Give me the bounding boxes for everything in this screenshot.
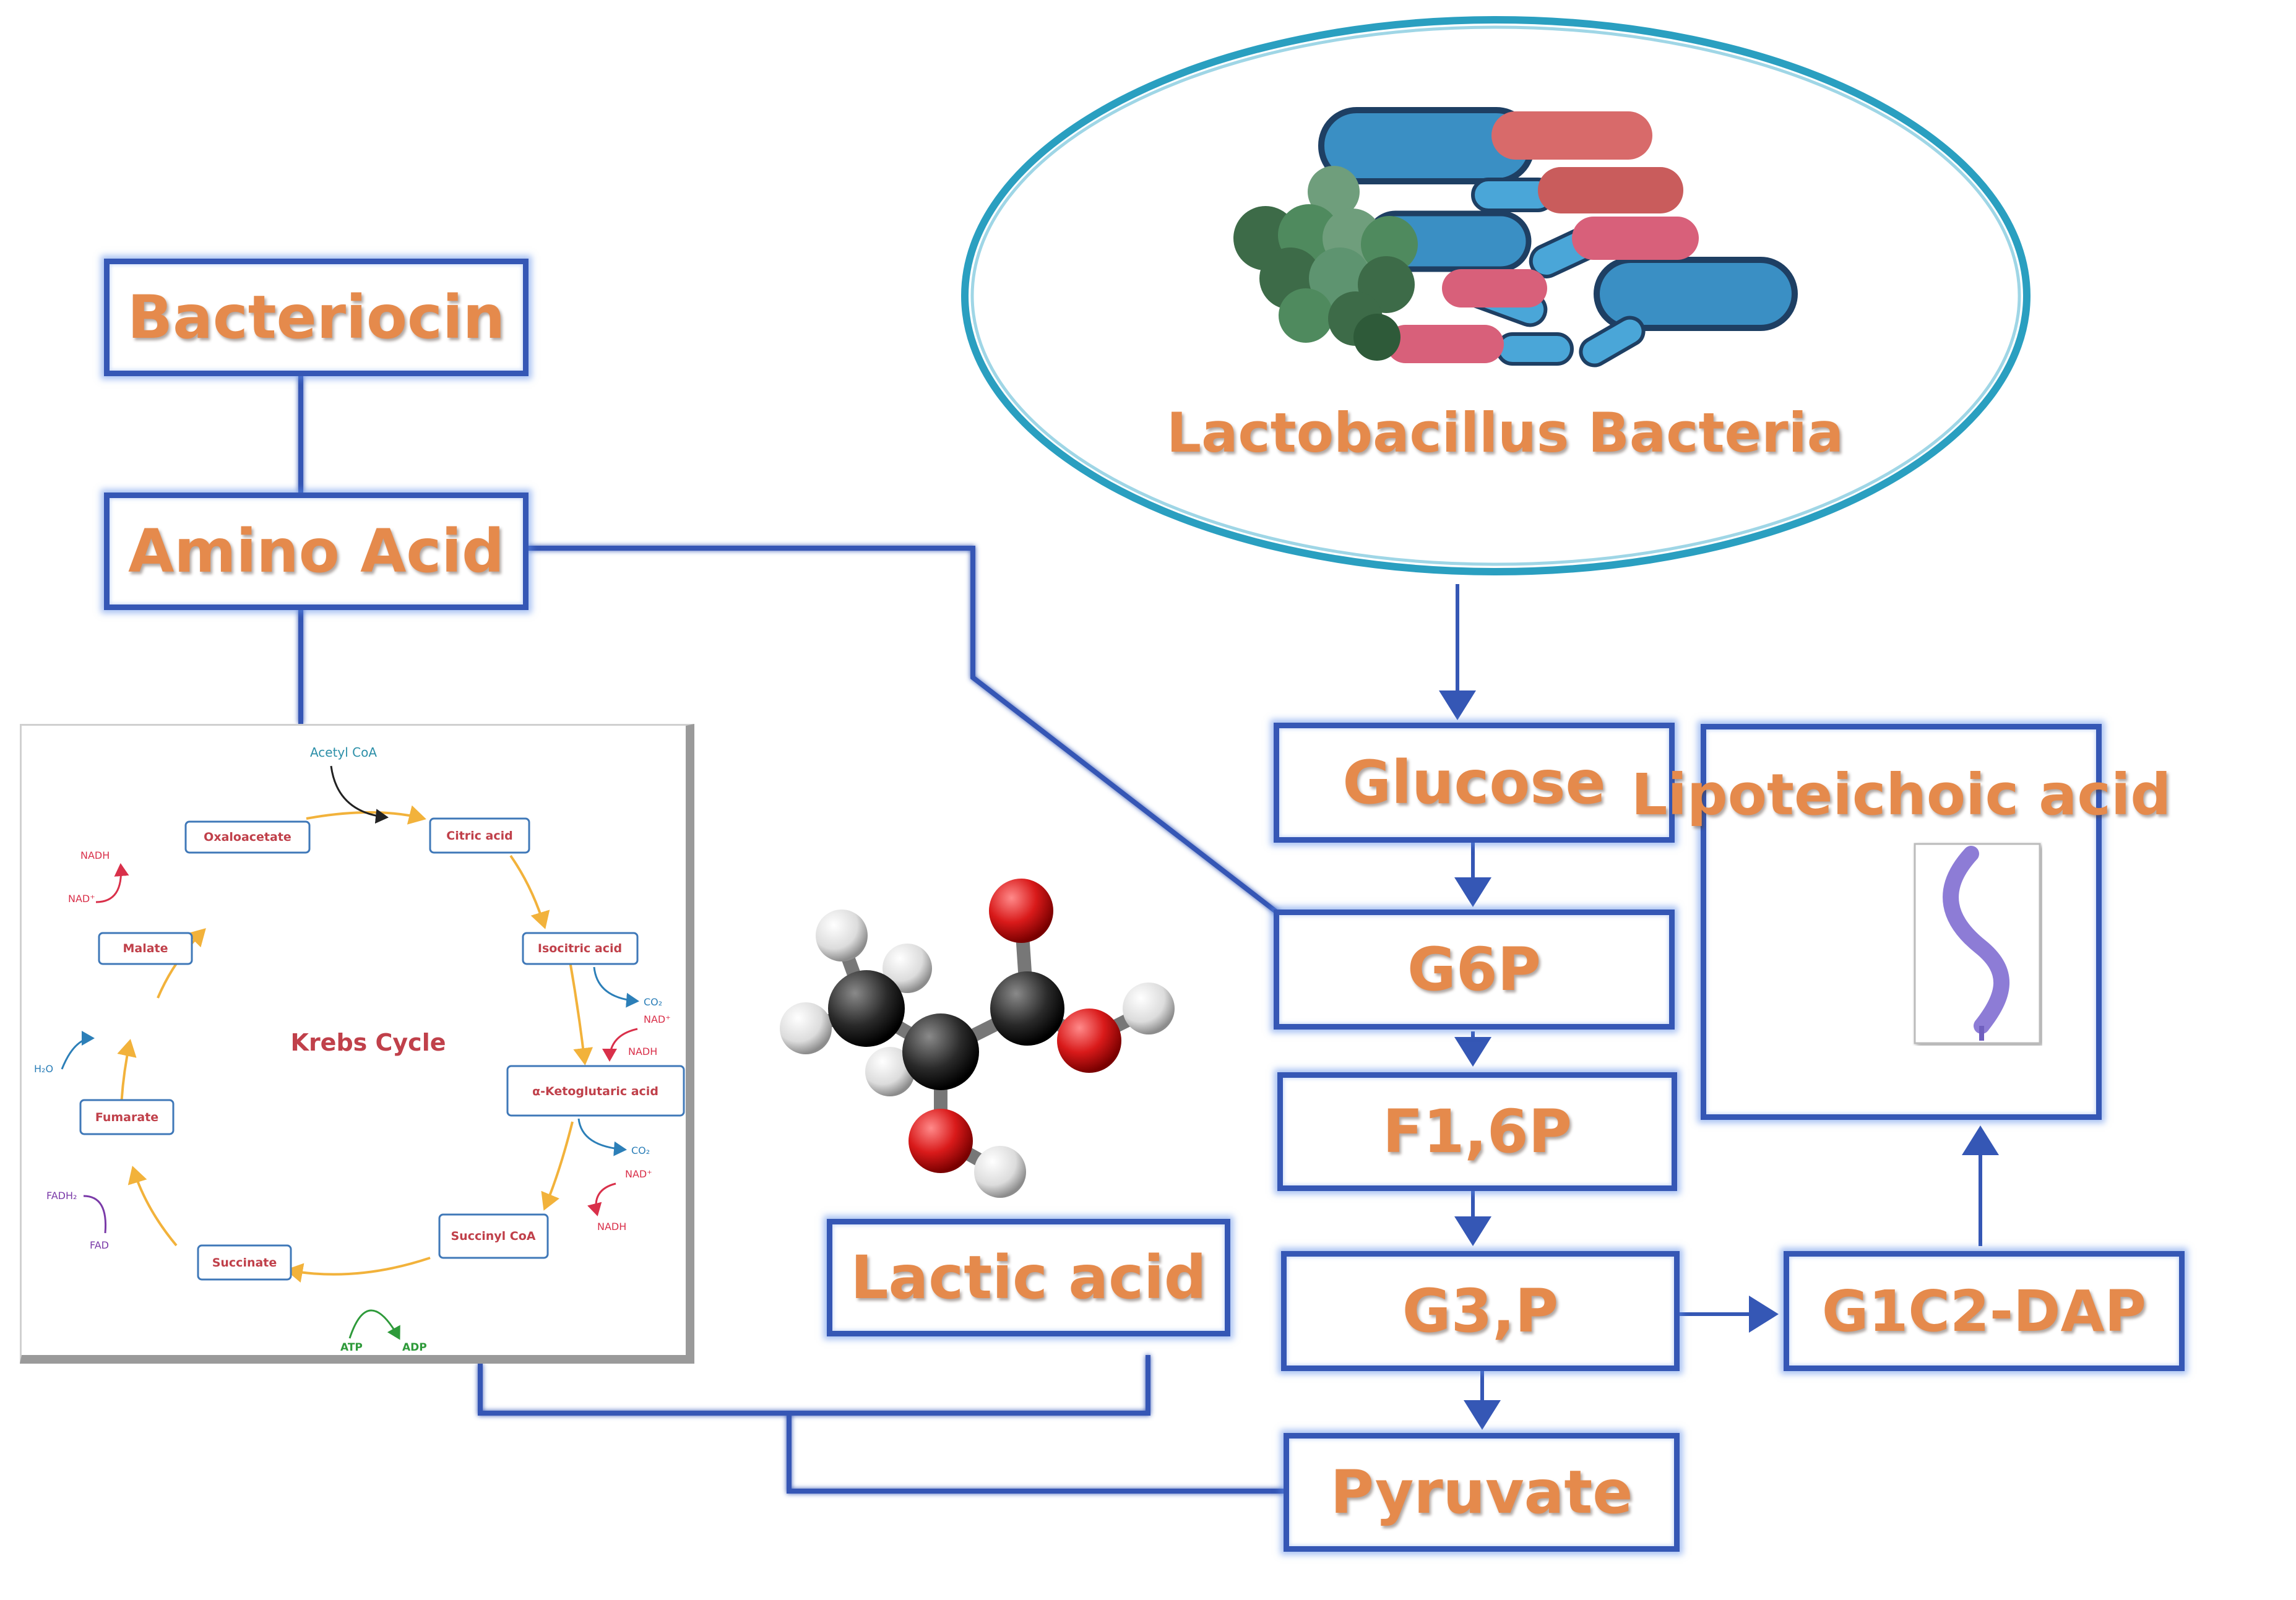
krebs-nadh-1: NADH (628, 1046, 657, 1057)
krebs-atp: ATP (340, 1341, 363, 1354)
node-bacteriocin-label: Bacteriocin (127, 283, 506, 352)
krebs-step-succinate: Succinate (212, 1256, 277, 1270)
krebs-step-isocitric: Isocitric acid (538, 942, 622, 955)
node-g3p-label: G3,P (1402, 1276, 1559, 1346)
krebs-cycle-panel: Acetyl CoA Oxaloacetate Citric acid Isoc… (20, 724, 694, 1364)
krebs-step-malate: Malate (123, 942, 168, 955)
node-amino-acid-label: Amino Acid (128, 517, 504, 586)
krebs-nad-1: NAD⁺ (644, 1013, 671, 1025)
node-lipoteichoic-label: Lipoteichoic acid (1631, 762, 2172, 828)
node-g6p-label: G6P (1407, 935, 1541, 1004)
krebs-acetyl-label: Acetyl CoA (310, 745, 377, 760)
node-g1c2dap[interactable]: G1C2-DAP (1784, 1251, 2185, 1371)
node-lactic-acid-label: Lactic acid (850, 1243, 1207, 1312)
krebs-nadh-3: NADH (80, 849, 110, 861)
krebs-fadh2: FADH₂ (46, 1190, 77, 1202)
krebs-step-oxaloacetate: Oxaloacetate (204, 830, 291, 844)
krebs-h2o: H₂O (34, 1063, 53, 1075)
krebs-co2-1: CO₂ (644, 996, 662, 1008)
krebs-title: Krebs Cycle (291, 1029, 446, 1056)
link-amino-g6p (527, 546, 1282, 917)
node-pyruvate-label: Pyruvate (1330, 1458, 1633, 1527)
krebs-co2-2: CO₂ (631, 1145, 650, 1156)
bacteria-label: Lactobacillus Bacteria (1167, 401, 1844, 465)
krebs-step-ketoglutaric: α-Ketoglutaric acid (532, 1085, 658, 1098)
link-krebs-bracket (478, 1355, 1150, 1416)
node-glucose[interactable]: Glucose (1274, 723, 1675, 843)
node-f16p-label: F1,6P (1383, 1097, 1572, 1166)
node-lipoteichoic[interactable]: Lipoteichoic acid (1631, 724, 2171, 1120)
krebs-step-succinyl: Succinyl CoA (451, 1229, 536, 1243)
lipoteichoic-icon (1914, 843, 2041, 1044)
link-bracket-pyruvate (787, 1413, 1284, 1494)
krebs-fad: FAD (90, 1239, 109, 1251)
krebs-nad-2: NAD⁺ (625, 1168, 652, 1180)
node-glucose-label: Glucose (1342, 748, 1606, 817)
node-amino-acid[interactable]: Amino Acid (104, 492, 529, 610)
krebs-step-citric: Citric acid (446, 829, 513, 843)
node-g1c2dap-label: G1C2-DAP (1821, 1278, 2147, 1344)
krebs-adp: ADP (402, 1341, 427, 1354)
lactic-acid-molecule-image (780, 879, 1175, 1198)
krebs-step-fumarate: Fumarate (95, 1111, 158, 1124)
node-bacteriocin[interactable]: Bacteriocin (104, 259, 529, 376)
krebs-cycle-figure: Acetyl CoA Oxaloacetate Citric acid Isoc… (34, 745, 685, 1354)
node-pyruvate[interactable]: Pyruvate (1284, 1433, 1680, 1552)
node-g3p[interactable]: G3,P (1281, 1251, 1680, 1371)
krebs-nad-3: NAD⁺ (68, 893, 95, 905)
node-f16p[interactable]: F1,6P (1277, 1072, 1677, 1191)
krebs-nadh-2: NADH (597, 1221, 626, 1232)
node-lactic-acid[interactable]: Lactic acid (827, 1219, 1230, 1336)
node-g6p[interactable]: G6P (1274, 910, 1675, 1030)
